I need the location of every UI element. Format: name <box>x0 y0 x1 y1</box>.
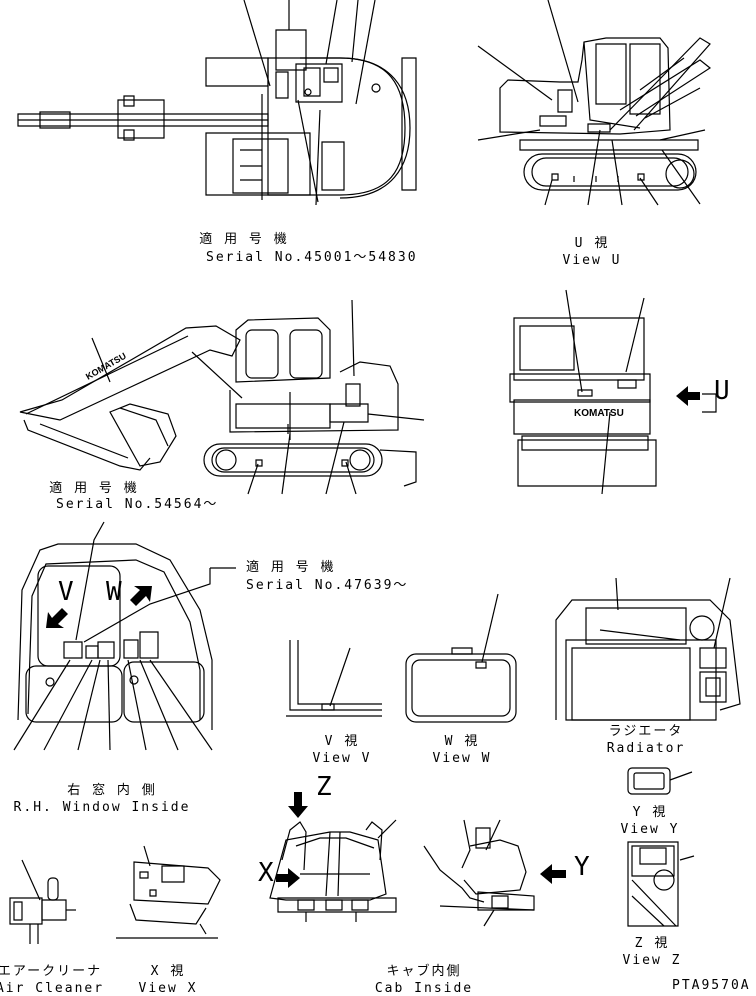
view-x-en: View X <box>138 981 198 996</box>
marker-w: W <box>106 577 122 607</box>
view-y-jp: Y 視 <box>632 805 668 820</box>
view-v <box>286 640 382 716</box>
cab-inside-en: Cab Inside <box>374 981 474 996</box>
serial-top-en: Serial No.45001〜54830 <box>206 250 418 265</box>
view-z-en: View Z <box>622 953 682 968</box>
view-arrows <box>46 386 700 888</box>
view-z <box>628 842 694 926</box>
view-u-jp: U 視 <box>574 236 610 251</box>
air-cleaner <box>10 860 76 944</box>
serial-mid-en: Serial No.54564〜 <box>56 497 219 512</box>
serial-top-jp: 適 用 号 機 <box>199 232 289 247</box>
radiator-view <box>556 578 740 720</box>
cab-inside-left <box>270 820 396 922</box>
serial-mid-jp: 適 用 号 機 <box>49 481 139 496</box>
arrow-y-icon <box>540 864 566 884</box>
view-z-jp: Z 視 <box>634 936 670 951</box>
view-u-rear <box>510 290 716 494</box>
top-view-machine <box>18 0 416 205</box>
cab-inside-jp: キャブ内側 <box>386 964 462 979</box>
marker-v: V <box>58 577 74 607</box>
arrow-x-icon <box>276 868 300 888</box>
rh-window-jp: 右 窓 内 側 <box>67 783 157 798</box>
air-cleaner-jp: エアークリーナ <box>0 964 103 979</box>
arrow-u-icon <box>676 386 700 406</box>
side-view-machine <box>478 0 710 205</box>
marker-z: Z <box>316 772 332 802</box>
cab-inside-right <box>424 820 534 926</box>
view-w-en: View W <box>432 751 492 766</box>
marker-y: Y <box>574 852 590 882</box>
serial-right-jp: 適 用 号 機 <box>246 560 336 575</box>
view-w-jp: W 視 <box>444 734 480 749</box>
view-y-en: View Y <box>620 822 680 837</box>
view-w <box>406 594 516 722</box>
view-x <box>116 846 220 938</box>
arrow-v-icon <box>46 608 68 628</box>
view-v-en: View V <box>312 751 372 766</box>
radiator-jp: ラジエータ <box>608 724 684 739</box>
drawing-number: PTA9570A <box>672 978 751 993</box>
rh-window-inside <box>14 522 236 750</box>
radiator-en: Radiator <box>606 741 686 756</box>
arrow-w-icon <box>130 586 152 606</box>
brand-decal-rear: KOMATSU <box>574 408 624 419</box>
arrow-z-icon <box>288 792 308 818</box>
view-y <box>628 768 692 794</box>
view-v-jp: V 視 <box>324 734 360 749</box>
air-cleaner-en: Air Cleaner <box>0 981 105 996</box>
marker-u: U <box>714 376 730 406</box>
excavator-side-view <box>20 300 424 494</box>
view-u-en: View U <box>562 253 622 268</box>
rh-window-en: R.H. Window Inside <box>13 800 191 815</box>
view-x-jp: X 視 <box>150 964 186 979</box>
serial-right-en: Serial No.47639〜 <box>246 578 409 593</box>
marker-x: X <box>258 858 274 888</box>
